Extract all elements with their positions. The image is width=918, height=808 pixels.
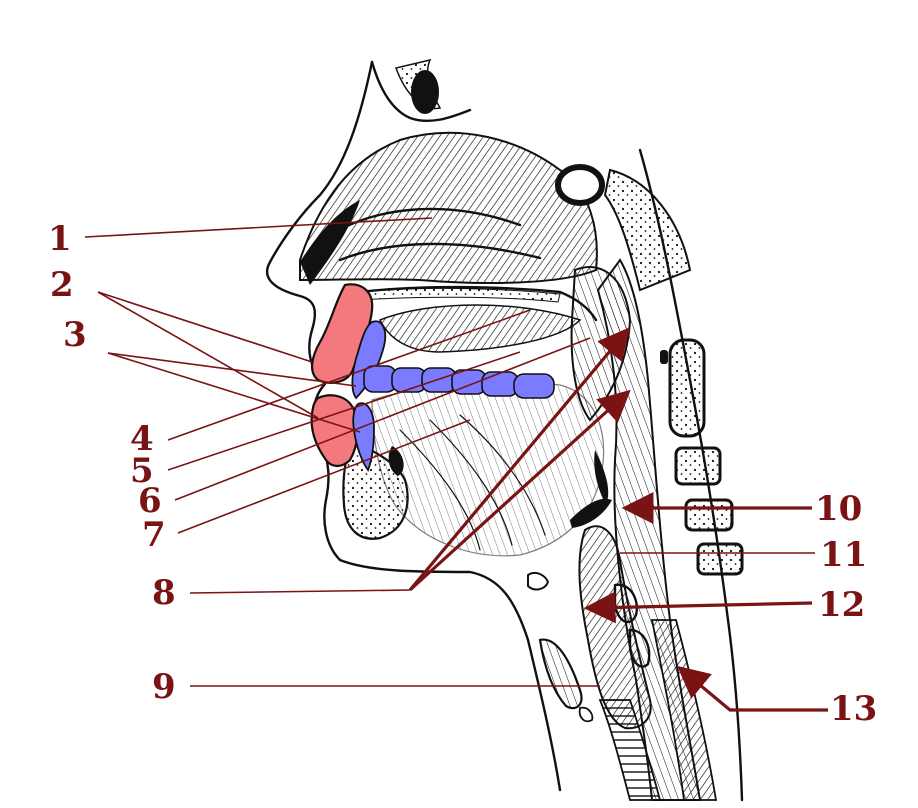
label-2: 2 (50, 265, 74, 305)
molar-row (363, 365, 555, 399)
leader-lines (84, 217, 828, 712)
upper-incisor (351, 320, 387, 400)
label-10: 10 (815, 489, 862, 529)
label-13: 13 (830, 689, 877, 729)
leader-5 (167, 351, 521, 471)
leader-8-arrow-a (408, 327, 631, 592)
label-12: 12 (818, 585, 865, 625)
label-8: 8 (152, 573, 176, 613)
lower-lip (310, 394, 359, 468)
leader-2b (97, 291, 319, 419)
cervical-vertebrae (660, 338, 744, 576)
leader-3b (107, 352, 361, 433)
leader-8 (189, 589, 411, 594)
nasal-cavity (299, 131, 598, 284)
number-labels: 1 2 3 4 5 6 7 8 9 10 11 12 13 (48, 219, 877, 729)
tongue (371, 381, 605, 557)
label-1: 1 (48, 219, 72, 259)
leader-6 (174, 337, 591, 501)
label-5: 5 (130, 451, 154, 491)
leader-7 (177, 419, 471, 534)
leader-13 (677, 665, 828, 712)
leader-8-arrow-b (408, 389, 631, 592)
label-6: 6 (138, 481, 162, 521)
label-11: 11 (820, 535, 867, 575)
label-7: 7 (142, 515, 166, 555)
leader-12 (583, 591, 813, 624)
lower-incisor (352, 402, 375, 472)
label-9: 9 (152, 667, 176, 707)
label-3: 3 (63, 315, 87, 355)
leader-4 (167, 309, 531, 441)
label-4: 4 (130, 419, 154, 459)
leader-2a (97, 291, 313, 363)
leader-1 (84, 217, 433, 238)
leader-3a (107, 352, 357, 387)
